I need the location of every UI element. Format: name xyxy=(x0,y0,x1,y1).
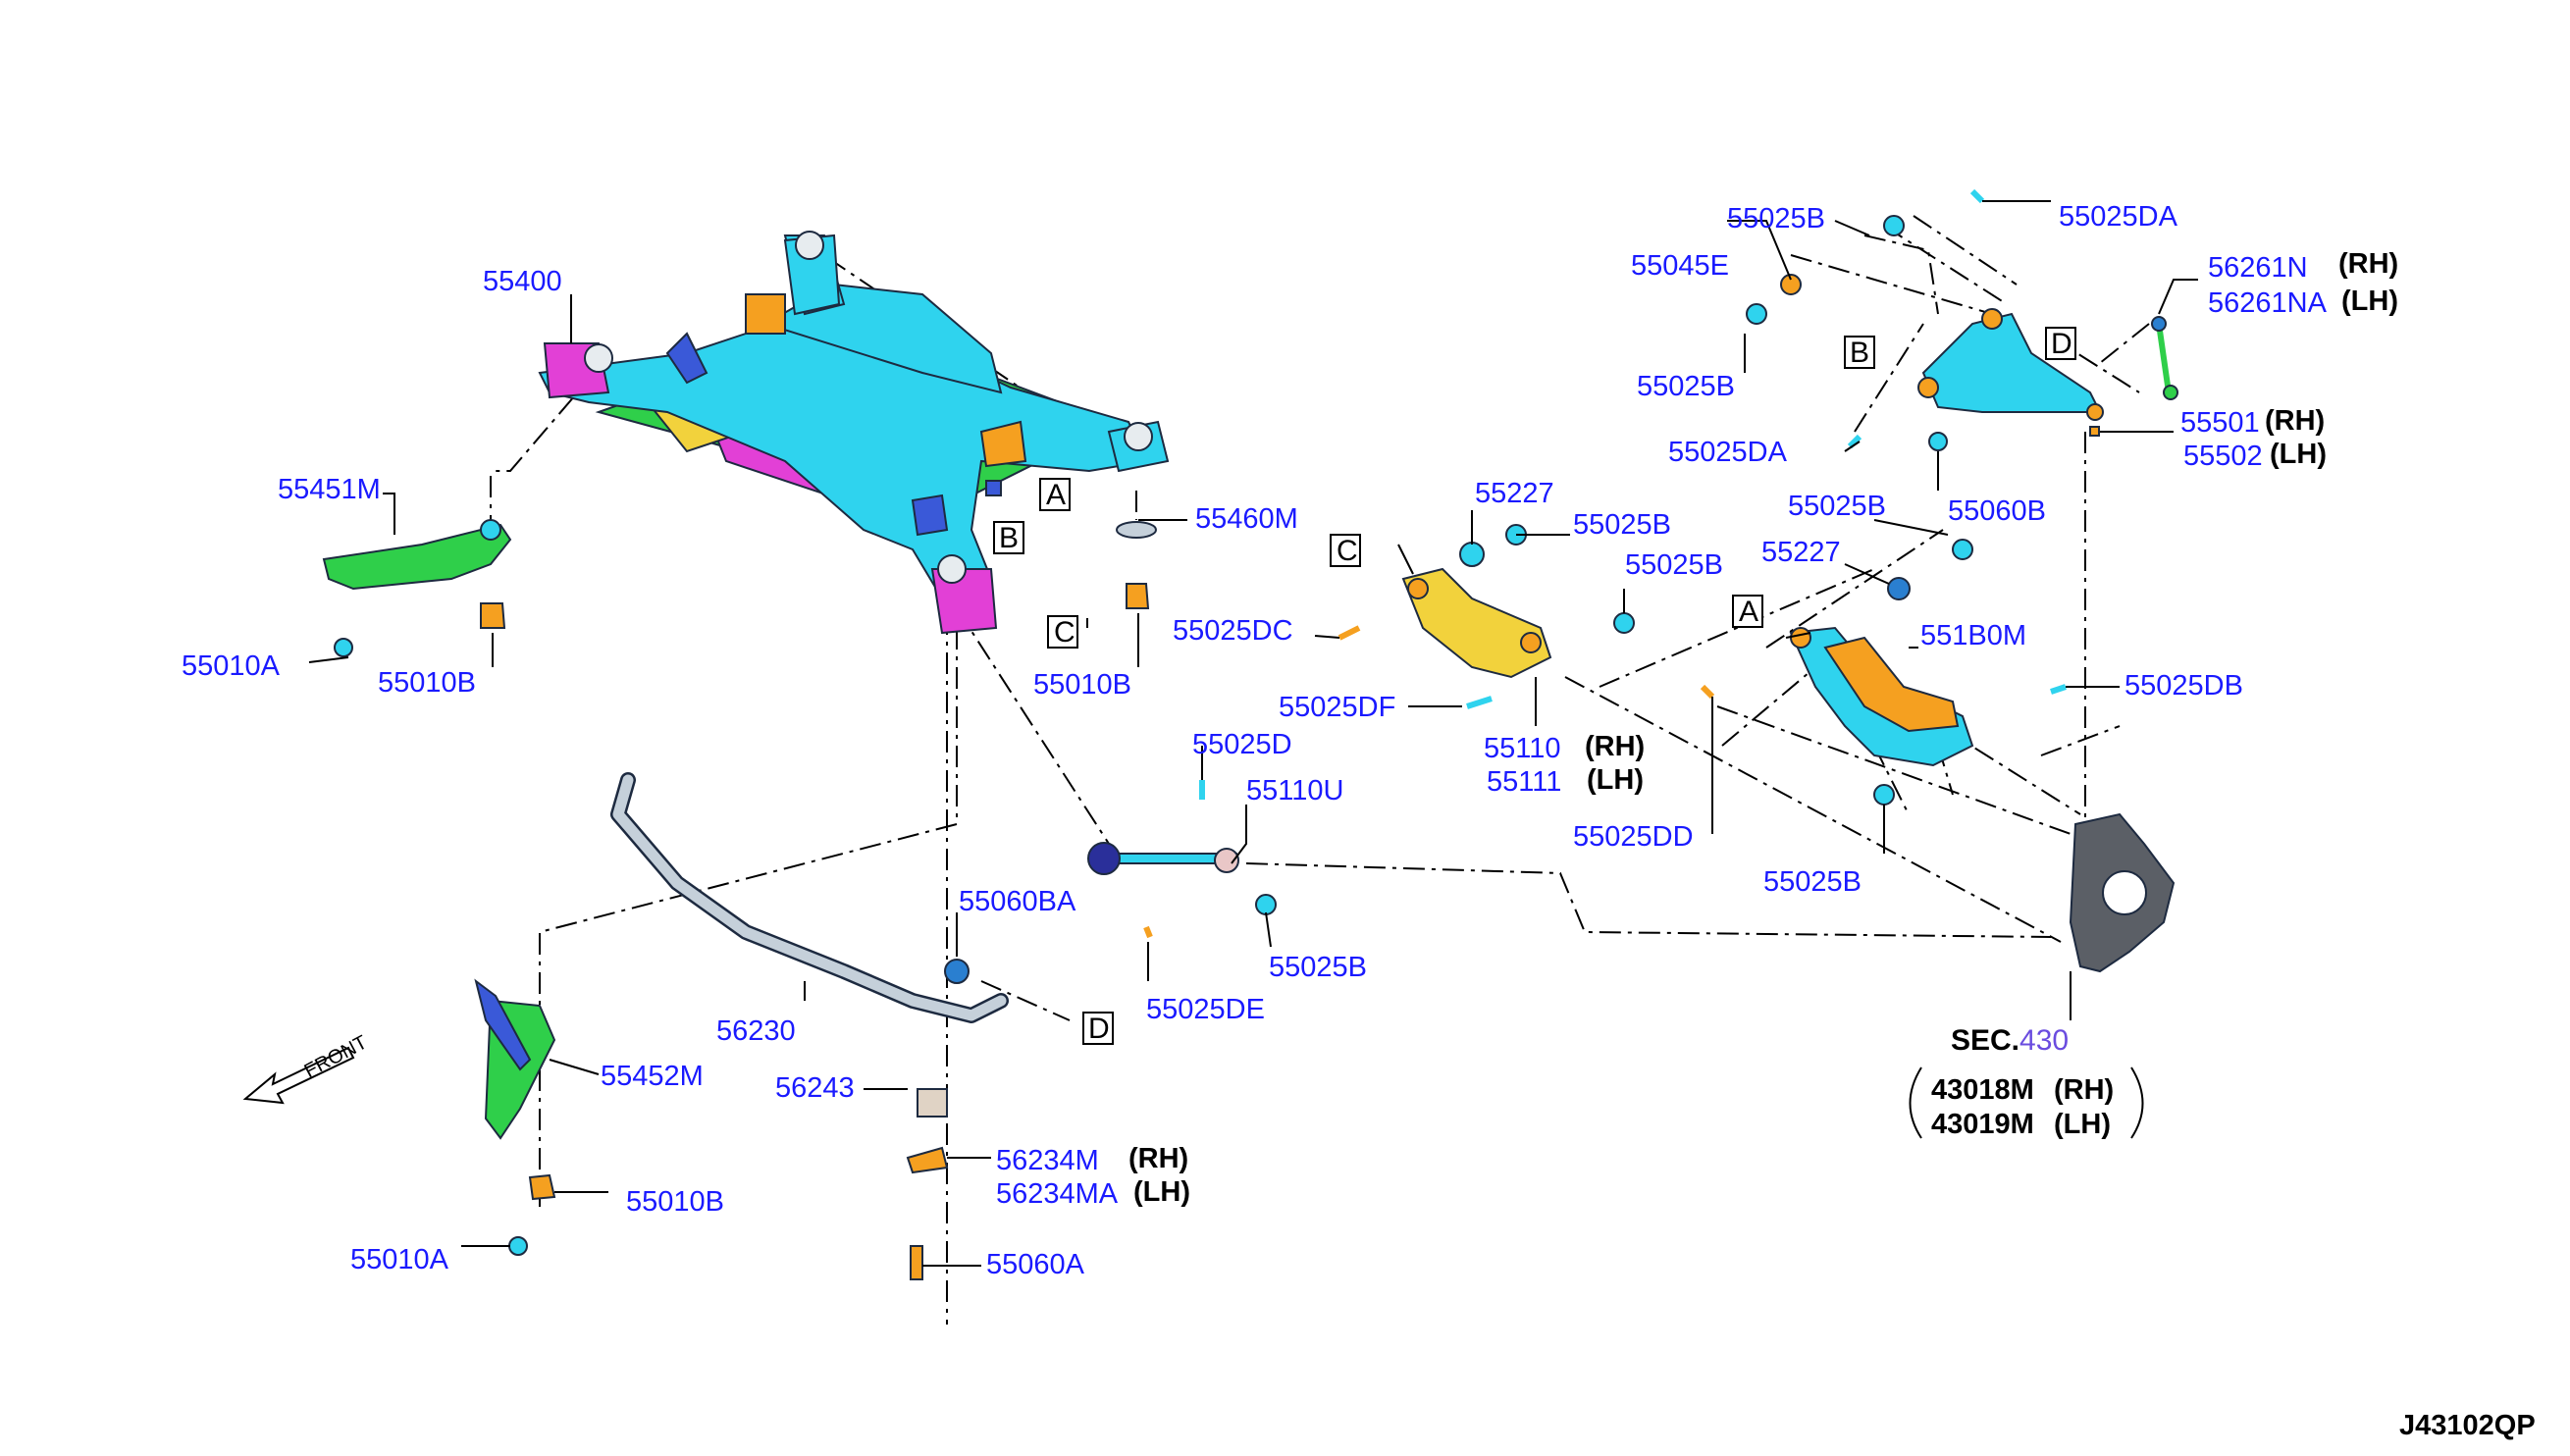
label-55110-rh: (RH) xyxy=(1585,731,1645,762)
label-55025DA-t: 55025DA xyxy=(2059,201,2178,233)
ref-box-d-1: D xyxy=(1082,1012,1114,1045)
label-55400: 55400 xyxy=(483,266,562,297)
label-55452M: 55452M xyxy=(601,1061,704,1092)
label-551B0M: 551B0M xyxy=(1920,620,2026,651)
leader-lines xyxy=(308,200,2198,1267)
label-55025B-low: 55025B xyxy=(1269,952,1367,983)
ref-box-a-1: A xyxy=(1039,478,1071,511)
label-56261NA-lh: (LH) xyxy=(2341,286,2398,317)
label-55010A-2: 55010A xyxy=(350,1244,449,1275)
link-55110U xyxy=(1087,842,1239,875)
ref-box-d-2: D xyxy=(2045,327,2076,360)
label-55025B-c2: 55025B xyxy=(1625,549,1723,581)
label-56234M-rh: (RH) xyxy=(1128,1143,1188,1174)
knuckle-43018M xyxy=(2069,812,2176,973)
sec-430-reference: SEC.430 43018M (RH) 43019M (LH) xyxy=(1909,1024,2144,1140)
label-55045E: 55045E xyxy=(1631,250,1729,282)
sec-number: 430 xyxy=(2019,1024,2069,1057)
ref-box-b-1: B xyxy=(993,521,1024,554)
ref-box-b-2-letter: B xyxy=(1850,337,1869,369)
ref-box-a-1-letter: A xyxy=(1046,479,1066,511)
label-55010B-2: 55010B xyxy=(1033,669,1131,701)
ref-box-c-2-letter: C xyxy=(1337,535,1358,567)
label-43018M: 43018M xyxy=(1931,1074,2034,1106)
label-55451M: 55451M xyxy=(278,474,381,505)
label-55025B-m: 55025B xyxy=(1788,491,1886,522)
label-56243: 56243 xyxy=(775,1072,855,1104)
label-55010B-3: 55010B xyxy=(626,1186,724,1218)
arm-55110 xyxy=(1401,567,1552,679)
label-55110: 55110 xyxy=(1484,733,1561,764)
part-labels: 55400 55451M 55010A 55010B 55460M 55010B… xyxy=(182,201,2398,1280)
label-55025DE: 55025DE xyxy=(1146,994,1265,1025)
label-55025DD: 55025DD xyxy=(1573,821,1694,853)
label-55227-2: 55227 xyxy=(1761,537,1841,568)
label-56234M: 56234M xyxy=(996,1145,1099,1176)
label-55501: 55501 xyxy=(2180,407,2260,439)
svg-text:SEC.430: SEC.430 xyxy=(1951,1024,2069,1057)
label-56261N: 56261N xyxy=(2208,252,2308,284)
label-55025B-t1: 55025B xyxy=(1727,203,1825,234)
label-55111-lh: (LH) xyxy=(1587,764,1644,796)
stabilizer-56230 xyxy=(610,772,1009,1023)
label-43019M: 43019M xyxy=(1931,1109,2034,1140)
diagram-id: J43102QP xyxy=(2399,1410,2536,1441)
ref-box-c-1: C xyxy=(1047,615,1078,649)
ref-box-b-1-letter: B xyxy=(999,522,1019,554)
label-55025DC: 55025DC xyxy=(1173,615,1293,647)
arm-55451M xyxy=(322,519,512,591)
label-55501-rh: (RH) xyxy=(2265,405,2325,437)
label-56230: 56230 xyxy=(716,1015,796,1047)
label-55025DA-m: 55025DA xyxy=(1668,437,1788,468)
front-label: FRONT xyxy=(301,1031,371,1082)
label-43019M-lh: (LH) xyxy=(2054,1109,2111,1140)
ref-box-d-1-letter: D xyxy=(1088,1013,1110,1045)
arm-55501 xyxy=(1917,308,2104,421)
ref-boxes: A B C D C A B D xyxy=(993,327,2076,1045)
label-55010B-1: 55010B xyxy=(378,667,476,699)
ref-box-c-1-letter: C xyxy=(1054,616,1075,649)
label-56261N-rh: (RH) xyxy=(2338,248,2398,280)
ref-box-d-2-letter: D xyxy=(2051,328,2072,360)
label-55010A-1: 55010A xyxy=(182,650,281,682)
label-55025B-t2: 55025B xyxy=(1637,371,1735,402)
label-55502-lh: (LH) xyxy=(2270,439,2327,470)
label-55460M: 55460M xyxy=(1195,503,1298,535)
label-56261NA: 56261NA xyxy=(2208,287,2328,319)
label-55110U: 55110U xyxy=(1246,775,1343,806)
label-55025B-r: 55025B xyxy=(1763,866,1862,898)
label-43018M-rh: (RH) xyxy=(2054,1074,2114,1106)
label-55025DF: 55025DF xyxy=(1279,692,1395,723)
bracket-55452M xyxy=(474,978,556,1140)
label-56234MA-lh: (LH) xyxy=(1133,1176,1190,1208)
front-direction-indicator: FRONT xyxy=(242,1031,371,1105)
label-55025B-c1: 55025B xyxy=(1573,509,1671,541)
ref-box-c-2: C xyxy=(1330,534,1361,567)
label-55111: 55111 xyxy=(1487,766,1561,798)
label-55025D: 55025D xyxy=(1192,729,1292,760)
subframe-55400 xyxy=(538,231,1170,635)
ref-box-b-2: B xyxy=(1844,336,1875,369)
label-55060A: 55060A xyxy=(986,1249,1085,1280)
ref-box-a-2: A xyxy=(1732,595,1763,628)
sec-prefix: SEC. xyxy=(1951,1024,2019,1057)
ref-box-a-2-letter: A xyxy=(1739,596,1758,628)
label-55060BA: 55060BA xyxy=(959,886,1076,917)
label-56234MA: 56234MA xyxy=(996,1178,1119,1210)
label-55060B: 55060B xyxy=(1948,495,2046,527)
arm-551B0M xyxy=(1789,626,1974,767)
label-55025DB: 55025DB xyxy=(2124,670,2243,702)
label-55227-1: 55227 xyxy=(1475,478,1554,509)
hardware xyxy=(334,188,2178,1280)
label-55502: 55502 xyxy=(2183,441,2263,472)
